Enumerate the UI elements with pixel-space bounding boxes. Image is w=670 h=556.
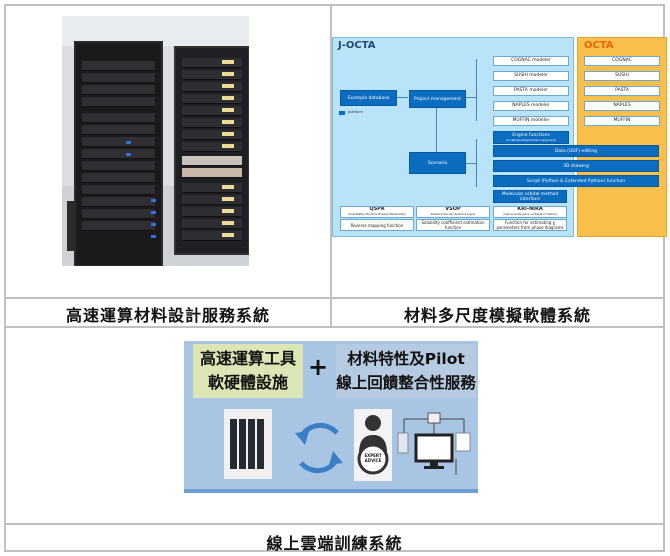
vsop-title: VSOP [445,206,461,212]
server-rack-left [74,41,163,266]
modeler-naples: NAPLES modeler [493,101,569,111]
octa-pasta: PASTA [584,86,660,96]
caption-hpc-material-design: 高速運算材料設計服務系統 [65,306,270,325]
scenario-box: Scenario [409,152,466,174]
banner-right-line2: 線上回饋整合性服務 [336,374,476,392]
kri-nira-title: KRI-NIRA [517,206,543,212]
qspr-box: QSPR (Quantitative Structure Property Re… [340,206,414,218]
monitoring-system-icon [394,409,474,479]
3d-drawing-box: 3D drawing [493,160,659,172]
udf-editing-box: Data (UDF) editing [493,145,659,157]
plus-icon: + [308,353,329,381]
modeler-sushi: SUSHI modeler [493,71,569,81]
row-divider [6,326,663,328]
banner-left-line1: 高速運算工具 [199,349,296,368]
molecular-orbital-box: Molecular orbital method interface [493,190,567,203]
kri-nira-box: KRI-NIRA (high accurate group contributi… [493,206,567,218]
engine-functions-box: Engine functions (local/remote/parallel … [493,131,569,144]
expert-advice-icon: EXPERT ADVICE [354,409,392,481]
qspr-title: QSPR [369,206,385,212]
example-database-box: Example database [340,90,397,106]
modeler-muffin: MUFFIN modeler [493,116,569,126]
expert-advice-label: EXPERT ADVICE [364,453,382,463]
banner-left-line2: 軟硬體設施 [207,373,288,392]
row-divider [6,297,663,299]
modeler-cognac: COGNAC modeler [493,56,569,66]
banner-right-line1: 材料特性及Pilot [347,350,465,368]
column-divider [330,6,332,327]
cycle-arrows-icon [295,422,343,474]
engine-functions-label: Engine functions [512,132,550,138]
qspr-sub: (Quantitative Structure Property Relatio… [348,213,406,216]
banner-bottom-bar [184,489,478,493]
octa-title: OCTA [584,40,614,51]
server-rack-right [174,46,249,255]
octa-panel [577,37,667,237]
j-octa-title: J-OCTA [338,40,376,51]
script-function-box: Script (Python & Extended Python) functi… [493,175,659,187]
server-rack-photo [62,16,249,266]
platform-legend-label: platform [348,110,363,114]
caption-multiscale-simulation: 材料多尺度模擬軟體系統 [403,306,591,325]
octa-sushi: SUSHI [584,71,660,81]
cloud-training-banner: 高速運算工具 軟硬體設施 + 材料特性及Pilot 線上回饋整合性服務 EXPE… [184,341,478,493]
octa-cognac: COGNAC [584,56,660,66]
vsop-box: VSOP Parallel molecular dynamics engine [416,206,490,218]
modeler-pasta: PASTA modeler [493,86,569,96]
banner-pilot-services: 材料特性及Pilot 線上回饋整合性服務 [336,344,476,398]
vsop-sub: Parallel molecular dynamics engine [430,213,476,216]
octa-naples: NAPLES [584,101,660,111]
octa-muffin: MUFFIN [584,116,660,126]
banner-hpc-tools: 高速運算工具 軟硬體設施 [193,344,303,398]
project-management-box: Project management [409,90,466,108]
j-octa-diagram: J-OCTA OCTA Example database platform Pr… [330,33,667,237]
row-divider [6,523,663,525]
datacenter-icon [224,409,272,479]
solubility-box: Solubility coefficient estimation functi… [416,219,490,231]
engine-functions-sub: (local/remote/parallel supported) [506,137,556,142]
reverse-mapping-box: Reverse mapping function [340,219,414,231]
platform-legend-swatch [339,111,345,115]
content-table: 高速運算材料設計服務系統 材料多尺度模擬軟體系統 高速運算工具 軟硬體設施 + … [4,4,665,553]
kri-nira-sub: (high accurate group contribution method… [503,213,557,216]
caption-cloud-training: 線上雲端訓練系統 [266,534,403,553]
chi-parameter-box: Function for estimating χ parameters fro… [493,219,567,231]
